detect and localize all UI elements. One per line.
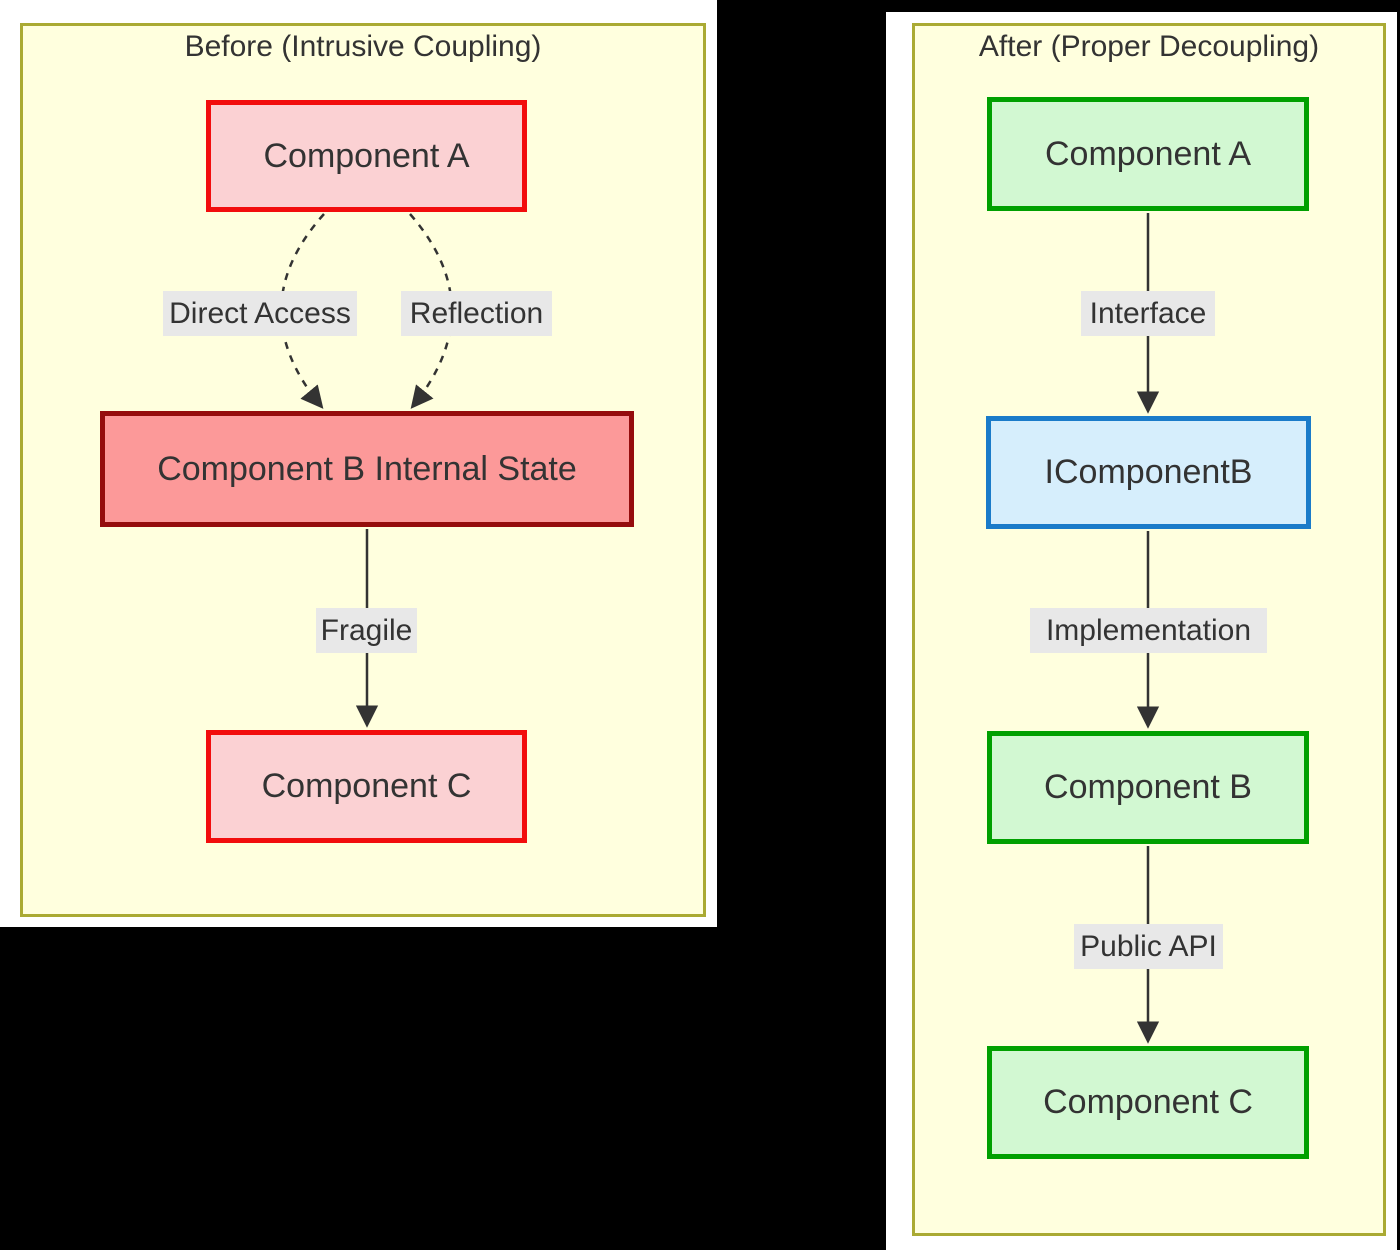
node-component-c-after: Component C	[987, 1046, 1309, 1159]
edge-label-public-api: Public API	[1074, 924, 1223, 969]
edge-label-fragile: Fragile	[316, 608, 417, 653]
node-icomponentb: IComponentB	[986, 416, 1311, 529]
before-panel-title: Before (Intrusive Coupling)	[184, 30, 542, 63]
node-component-b-internal-state: Component B Internal State	[100, 411, 634, 527]
edge-label-implementation: Implementation	[1030, 608, 1267, 653]
edge-label-direct-access: Direct Access	[163, 291, 357, 336]
node-component-b-after: Component B	[987, 731, 1309, 844]
edge-label-reflection: Reflection	[401, 291, 552, 336]
node-component-a-before: Component A	[206, 100, 527, 212]
edge-label-interface: Interface	[1081, 291, 1215, 336]
node-component-c-before: Component C	[206, 730, 527, 843]
after-panel-title: After (Proper Decoupling)	[978, 30, 1320, 63]
node-component-a-after: Component A	[987, 97, 1309, 211]
